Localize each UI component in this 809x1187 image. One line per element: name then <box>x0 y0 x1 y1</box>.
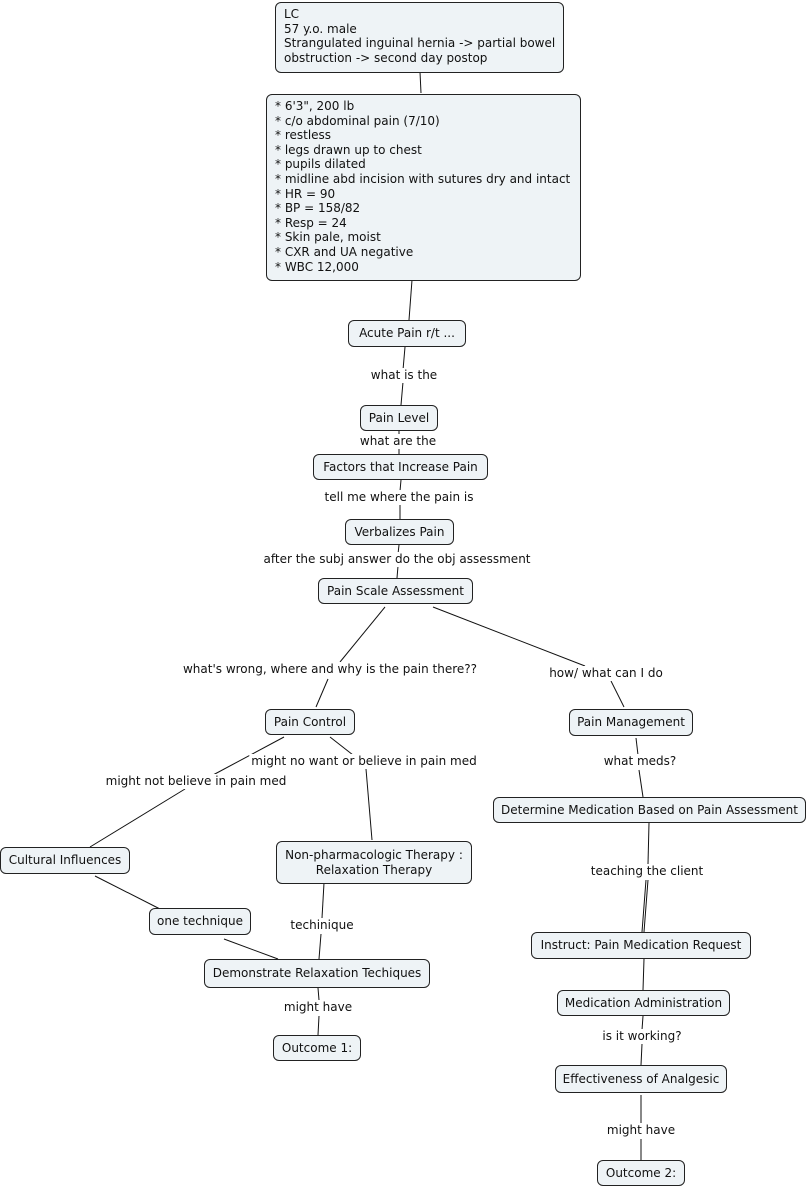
link-label-techinique: techinique <box>288 918 356 933</box>
outcome-2-node[interactable]: Outcome 2: <box>597 1160 685 1186</box>
demonstrate-relaxation-node[interactable]: Demonstrate Relaxation Techiques <box>204 959 430 988</box>
pain-scale-assessment-node[interactable]: Pain Scale Assessment <box>318 578 473 604</box>
link-label-what-is-the: what is the <box>368 368 440 383</box>
assessment-line: * legs drawn up to chest <box>275 142 422 157</box>
link-label-what-meds: what meds? <box>601 754 679 769</box>
link-mightnot-cultural <box>89 788 186 848</box>
cultural-influences-node[interactable]: Cultural Influences <box>0 847 130 874</box>
assessment-line: * WBC 12,000 <box>275 259 359 274</box>
link-determine-teaching <box>647 822 650 865</box>
link-assessment-acutepain <box>408 279 413 321</box>
link-teaching-instruct-b <box>641 879 647 933</box>
link-teaching-instruct-a <box>643 879 649 933</box>
assessment-line: * pupils dilated <box>275 157 366 172</box>
one-technique-node[interactable]: one technique <box>149 908 251 935</box>
link-painscale-howwhat <box>432 606 586 667</box>
assessment-line: * 6'3", 200 lb <box>275 99 355 113</box>
link-label-might-have-2: might have <box>604 1123 678 1138</box>
patient-info-node[interactable]: LC 57 y.o. male Strangulated inguinal he… <box>275 2 564 73</box>
link-label-what-are-the: what are the <box>357 434 439 449</box>
assessment-line: * BP = 158/82 <box>275 201 361 216</box>
patient-line: 57 y.o. male <box>284 21 357 36</box>
nonpharm-line: Relaxation Therapy <box>315 862 433 877</box>
factors-increase-pain-node[interactable]: Factors that Increase Pain <box>313 454 488 480</box>
link-demonstrate-mighthave <box>317 987 320 1001</box>
link-acutepain-whatisthe <box>402 346 406 371</box>
assessment-line: * Resp = 24 <box>275 215 347 230</box>
assessment-line: * midline abd incision with sutures dry … <box>275 171 571 186</box>
link-label-whats-wrong: what's wrong, where and why is the pain … <box>180 662 480 677</box>
verbalizes-pain-node[interactable]: Verbalizes Pain <box>345 519 454 545</box>
link-whatswrong-paincontrol <box>315 678 329 708</box>
link-label-might-not-believe: might not believe in pain med <box>103 774 289 789</box>
determine-medication-node[interactable]: Determine Medication Based on Pain Asses… <box>493 797 806 823</box>
link-howwhat-painmgmt <box>610 680 625 708</box>
link-patient-assessment <box>419 71 422 94</box>
assessment-line: * Skin pale, moist <box>275 230 381 245</box>
assessment-data-node[interactable]: * 6'3", 200 lb * c/o abdominal pain (7/1… <box>266 94 581 281</box>
link-label-tell-me: tell me where the pain is <box>322 490 476 505</box>
pain-management-node[interactable]: Pain Management <box>569 709 693 736</box>
link-label-might-no-want: might no want or believe in pain med <box>249 754 479 769</box>
pain-control-node[interactable]: Pain Control <box>265 709 355 735</box>
pain-level-node[interactable]: Pain Level <box>360 405 438 431</box>
link-whatmeds-determine <box>638 769 644 798</box>
link-paincontrol-mightnowant <box>329 736 354 756</box>
assessment-line: * CXR and UA negative <box>275 244 414 259</box>
link-label-after-subj: after the subj answer do the obj assessm… <box>261 552 533 567</box>
link-mighthave-outcome1 <box>317 1015 320 1036</box>
link-instruct-medadmin <box>642 958 645 991</box>
patient-line: obstruction -> second day postop <box>284 50 488 65</box>
link-techinique-demonstrate <box>318 933 322 960</box>
link-label-teaching: teaching the client <box>588 864 706 879</box>
link-isitworking-effectiveness <box>640 1043 643 1066</box>
assessment-line: * c/o abdominal pain (7/10) <box>275 113 440 128</box>
patient-line: LC <box>284 7 300 21</box>
link-after-painscale <box>396 565 399 579</box>
link-painscale-whatswrong <box>339 606 386 663</box>
link-label-might-have-1: might have <box>281 1000 355 1015</box>
outcome-1-node[interactable]: Outcome 1: <box>273 1035 361 1061</box>
assessment-line: * restless <box>275 128 332 143</box>
link-factors-tellme <box>399 479 402 492</box>
instruct-pain-med-node[interactable]: Instruct: Pain Medication Request <box>531 932 751 959</box>
medication-administration-node[interactable]: Medication Administration <box>557 990 730 1016</box>
link-label-is-it-working: is it working? <box>600 1029 684 1044</box>
patient-line: Strangulated inguinal hernia -> partial … <box>284 36 556 51</box>
link-paincontrol-mightnot <box>212 736 285 776</box>
effectiveness-analgesic-node[interactable]: Effectiveness of Analgesic <box>555 1065 727 1093</box>
link-label-how-what: how/ what can I do <box>547 666 665 681</box>
link-mightnowant-nonpharm <box>365 768 373 841</box>
link-medadmin-isitworking <box>641 1015 644 1031</box>
link-painmgmt-whatmeds <box>635 737 639 756</box>
assessment-line: * HR = 90 <box>275 186 336 201</box>
link-cultural-onetechnique <box>94 875 161 910</box>
nonpharmacologic-therapy-node[interactable]: Non-pharmacologic Therapy : Relaxation T… <box>276 841 472 884</box>
link-nonpharm-techinique <box>321 882 325 919</box>
acute-pain-node[interactable]: Acute Pain r/t ... <box>348 320 466 347</box>
link-whatisthe-painlevel <box>400 381 404 406</box>
nonpharm-line: Non-pharmacologic Therapy : <box>285 847 463 862</box>
link-onetechnique-demonstrate <box>223 938 279 960</box>
